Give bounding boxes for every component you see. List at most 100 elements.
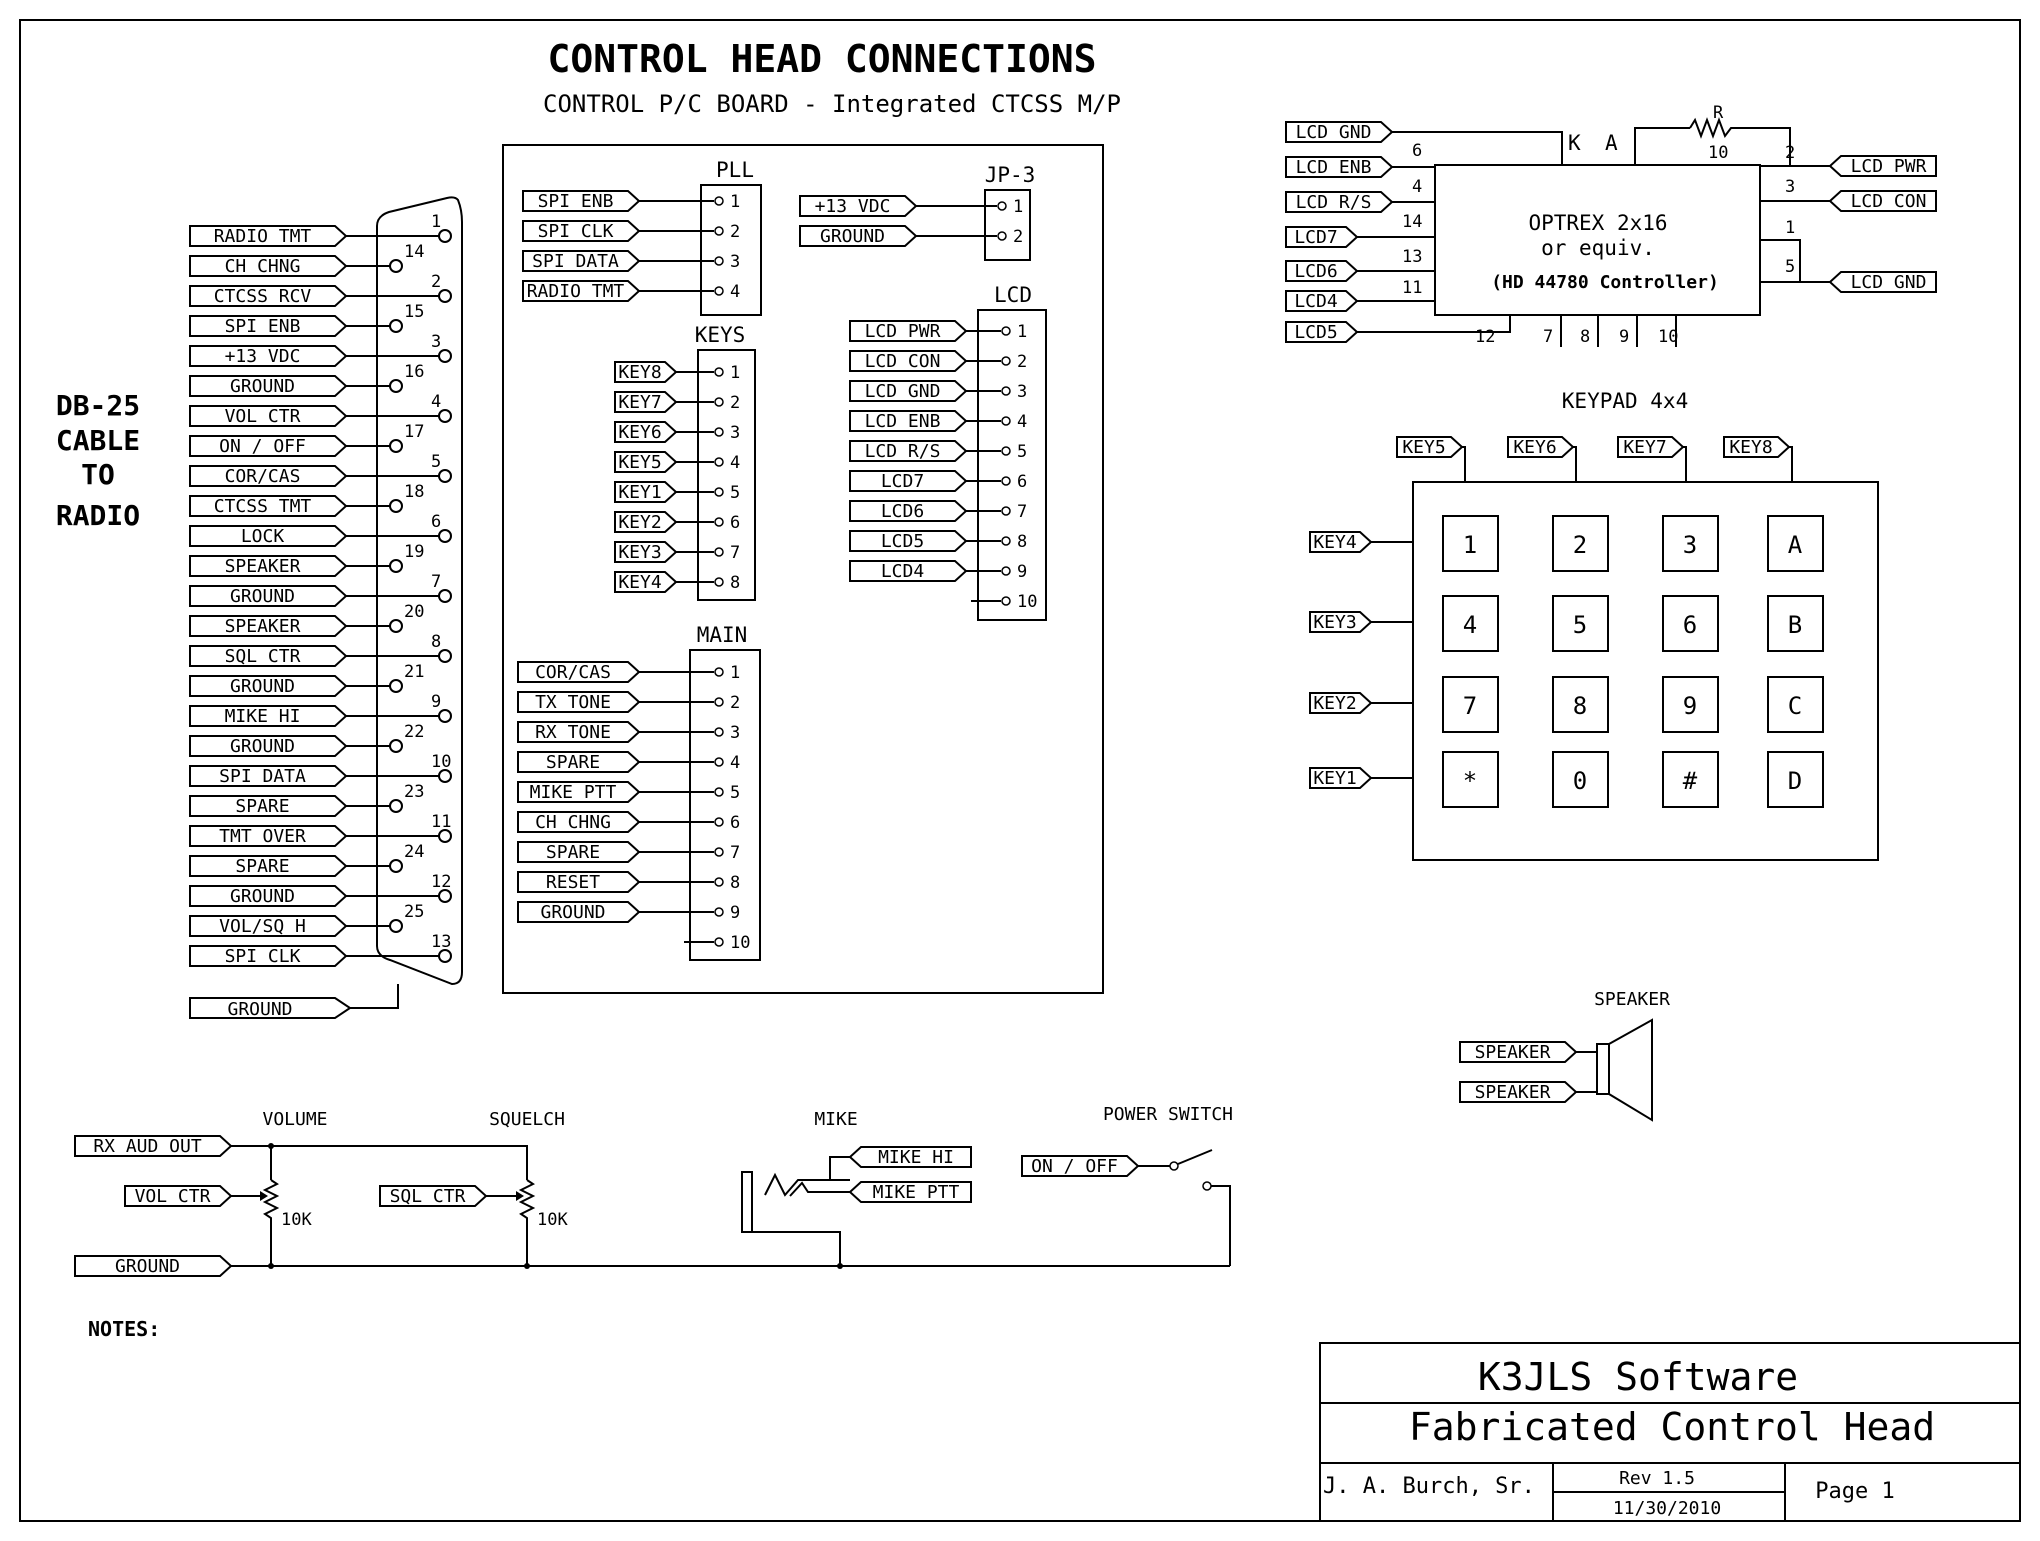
db25-pin-number: 22: [404, 722, 424, 742]
db25-signal-label-box: [189, 735, 348, 757]
db25-pin-number: 1: [431, 212, 441, 232]
junction-dot: [268, 1143, 274, 1149]
lcd-module-pin-number: 13: [1402, 247, 1422, 267]
control-board: [502, 144, 1104, 994]
keys_header-signal-label-box: [614, 541, 678, 563]
lcd_header-signal-label-box: [849, 350, 968, 372]
keypad-key: [1662, 751, 1719, 808]
switch-lever: [1177, 1149, 1213, 1165]
db25-signal-label: LOCK: [241, 526, 285, 547]
keypad-key-label: B: [1788, 611, 1802, 639]
keypad-top-label-box: [1396, 436, 1464, 458]
keypad-key: [1662, 676, 1719, 733]
potentiometer: [518, 1179, 536, 1266]
project-name: Fabricated Control Head: [1409, 1405, 1935, 1449]
keypad-wire: [1462, 446, 1466, 482]
lcd-module-pin-number: 11: [1402, 278, 1422, 298]
lcd_header-pin-number: 6: [1017, 472, 1027, 492]
keys_header-pin: [714, 427, 724, 437]
keys_header-pin-number: 6: [730, 513, 740, 533]
main_header-pin: [714, 847, 724, 857]
keys_header-signal-label: KEY8: [618, 362, 661, 383]
svg-text:DB-25: DB-25: [56, 389, 140, 422]
keypad-key: [1442, 595, 1499, 652]
speaker-magnet: [1596, 1043, 1610, 1095]
audio-wire: [231, 1145, 528, 1180]
sheet-border: [19, 19, 2021, 1522]
db25-pin-number: 21: [404, 662, 424, 682]
lcd-module-signal-label-box: [1285, 121, 1394, 143]
squelch-title: SQUELCH: [489, 1109, 565, 1130]
db25-pin: [438, 409, 452, 423]
lcd-module-signal-label-box: [1285, 191, 1394, 213]
lcd_header-pin: [1001, 476, 1011, 486]
keypad-key: [1442, 751, 1499, 808]
keys_header-pin-number: 7: [730, 543, 740, 563]
keypad-key-label: 9: [1683, 692, 1697, 720]
keypad-key: [1442, 676, 1499, 733]
main_header-pin: [714, 907, 724, 917]
lcd_header-pin-number: 2: [1017, 352, 1027, 372]
db25-pin-number: 13: [431, 932, 451, 952]
db25-pin-number: 14: [404, 242, 424, 262]
db25-signal-label: SPARE: [235, 796, 289, 817]
db25-signal-label-box: [189, 855, 348, 877]
db25-signal-label-box: [189, 435, 348, 457]
keypad-top-label-box: [1723, 436, 1791, 458]
lcd-module-signal-label: LCD CON: [1851, 191, 1927, 212]
lcd-module-wire: [1357, 315, 1511, 333]
main_header-signal-label: RESET: [546, 872, 600, 893]
lcd-k-label: K: [1568, 131, 1581, 155]
page-title: CONTROL HEAD CONNECTIONS: [547, 37, 1096, 81]
keypad-key: [1662, 595, 1719, 652]
main_header-signal-label-box: [517, 721, 641, 743]
keypad-left-label: KEY3: [1313, 612, 1356, 633]
title-block: K3JLS Software Fabricated Control Head J…: [1319, 1342, 2021, 1522]
db25-pin-number: 4: [431, 392, 441, 412]
main_header-signal-label-box: [517, 901, 641, 923]
db25-pin: [389, 319, 403, 333]
pll-pin: [714, 286, 724, 296]
db25-signal-label-box: [189, 525, 348, 547]
main_header-pin-number: 7: [730, 843, 740, 863]
lcd-module-signal-label: LCD5: [1294, 322, 1337, 343]
lcd_header-pin: [1001, 596, 1011, 606]
db25-pin: [389, 259, 403, 273]
junction-dot: [268, 1263, 274, 1269]
keypad-key: [1552, 515, 1609, 572]
keypad-top-label: KEY6: [1513, 437, 1556, 458]
lcd_header-signal-label: LCD4: [881, 561, 924, 582]
db25-pin-number: 6: [431, 512, 441, 532]
keys_header-signal-label: KEY7: [618, 392, 661, 413]
keypad-left-label-box: [1309, 611, 1373, 633]
db25-signal-label-box: [189, 495, 348, 517]
lcd_header-signal-label-box: [849, 440, 968, 462]
keypad-title: KEYPAD 4x4: [1562, 389, 1688, 413]
on-off-label-box: [1021, 1155, 1140, 1177]
keys_header-body: [697, 349, 756, 601]
db25-pin-number: 10: [431, 752, 451, 772]
db25-pin-number: 11: [431, 812, 451, 832]
keypad-key-label: 5: [1573, 611, 1587, 639]
author-name: J. A. Burch, Sr.: [1323, 1474, 1535, 1499]
svg-text:RADIO: RADIO: [56, 499, 140, 532]
main_header-signal-label: GROUND: [540, 902, 605, 923]
db25-pin-number: 23: [404, 782, 424, 802]
lcd-module-signal-label: LCD GND: [1296, 122, 1372, 143]
db25-signal-label: MIKE HI: [225, 706, 301, 727]
lcd-module-pin-number: 7: [1543, 327, 1553, 347]
lcd-module-signal-label-box: [1285, 290, 1359, 312]
main_header-signal-label: TX TONE: [535, 692, 611, 713]
lcd-module-controller: (HD 44780 Controller): [1491, 272, 1719, 293]
keys_header-pin: [714, 547, 724, 557]
db25-shell-label: GROUND: [227, 999, 292, 1020]
db25-pin: [438, 469, 452, 483]
jp3-signal-label-box: [799, 195, 918, 217]
db25-pin-number: 18: [404, 482, 424, 502]
db25-signal-label: GROUND: [230, 676, 295, 697]
lcd_header-signal-label: LCD CON: [865, 351, 941, 372]
keys_header-pin: [714, 457, 724, 467]
keypad-key: [1767, 751, 1824, 808]
jp3-title: JP-3: [985, 163, 1036, 187]
